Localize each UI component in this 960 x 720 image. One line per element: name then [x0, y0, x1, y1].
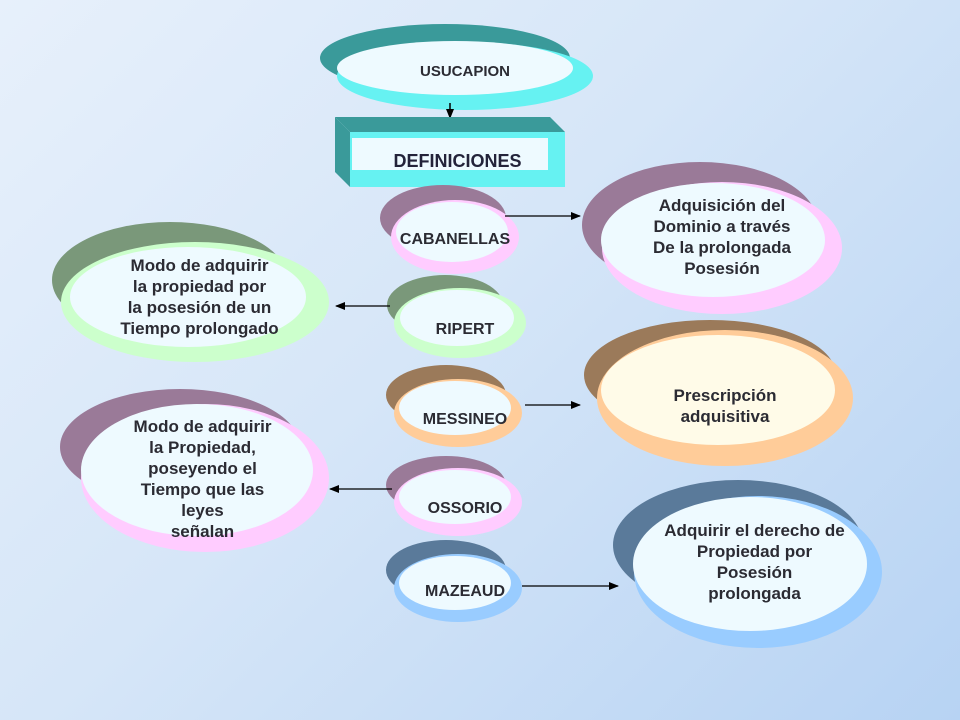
author-shape-mazeaud — [386, 540, 522, 622]
definition-shape-ripert — [52, 222, 329, 362]
usucapion-label: USUCAPION — [419, 63, 510, 80]
usucapion-shape — [320, 24, 593, 110]
definition-text-cabanellas: Adquisición del Dominio a través De la p… — [653, 196, 791, 278]
definition-shape-mazeaud — [613, 480, 882, 648]
author-shape-ossorio — [386, 456, 522, 536]
author-shape-messineo — [386, 365, 522, 447]
author-label-cabanellas: CABANELLAS — [399, 231, 511, 248]
definition-text-mazeaud: Adquirir el derecho de Propiedad por Pos… — [664, 521, 845, 603]
author-label-messineo: MESSINEO — [422, 411, 508, 428]
definiciones-box — [335, 117, 565, 187]
definition-text-ossorio: Modo de adquirir la Propiedad, poseyendo… — [133, 417, 272, 541]
definition-shape-messineo — [584, 320, 853, 466]
definition-shape-cabanellas — [582, 162, 842, 314]
author-label-ossorio: OSSORIO — [427, 500, 503, 517]
definition-shape-ossorio — [60, 389, 329, 552]
author-shape-cabanellas — [380, 185, 519, 274]
definiciones-label: DEFINICIONES — [393, 151, 522, 171]
author-shape-ripert — [387, 275, 526, 358]
definition-text-messineo: Prescripción adquisitiva — [673, 386, 777, 426]
author-label-ripert: RIPERT — [435, 321, 495, 338]
author-label-mazeaud: MAZEAUD — [425, 583, 505, 600]
definition-text-ripert: Modo de adquirir la propiedad por la pos… — [120, 256, 279, 338]
